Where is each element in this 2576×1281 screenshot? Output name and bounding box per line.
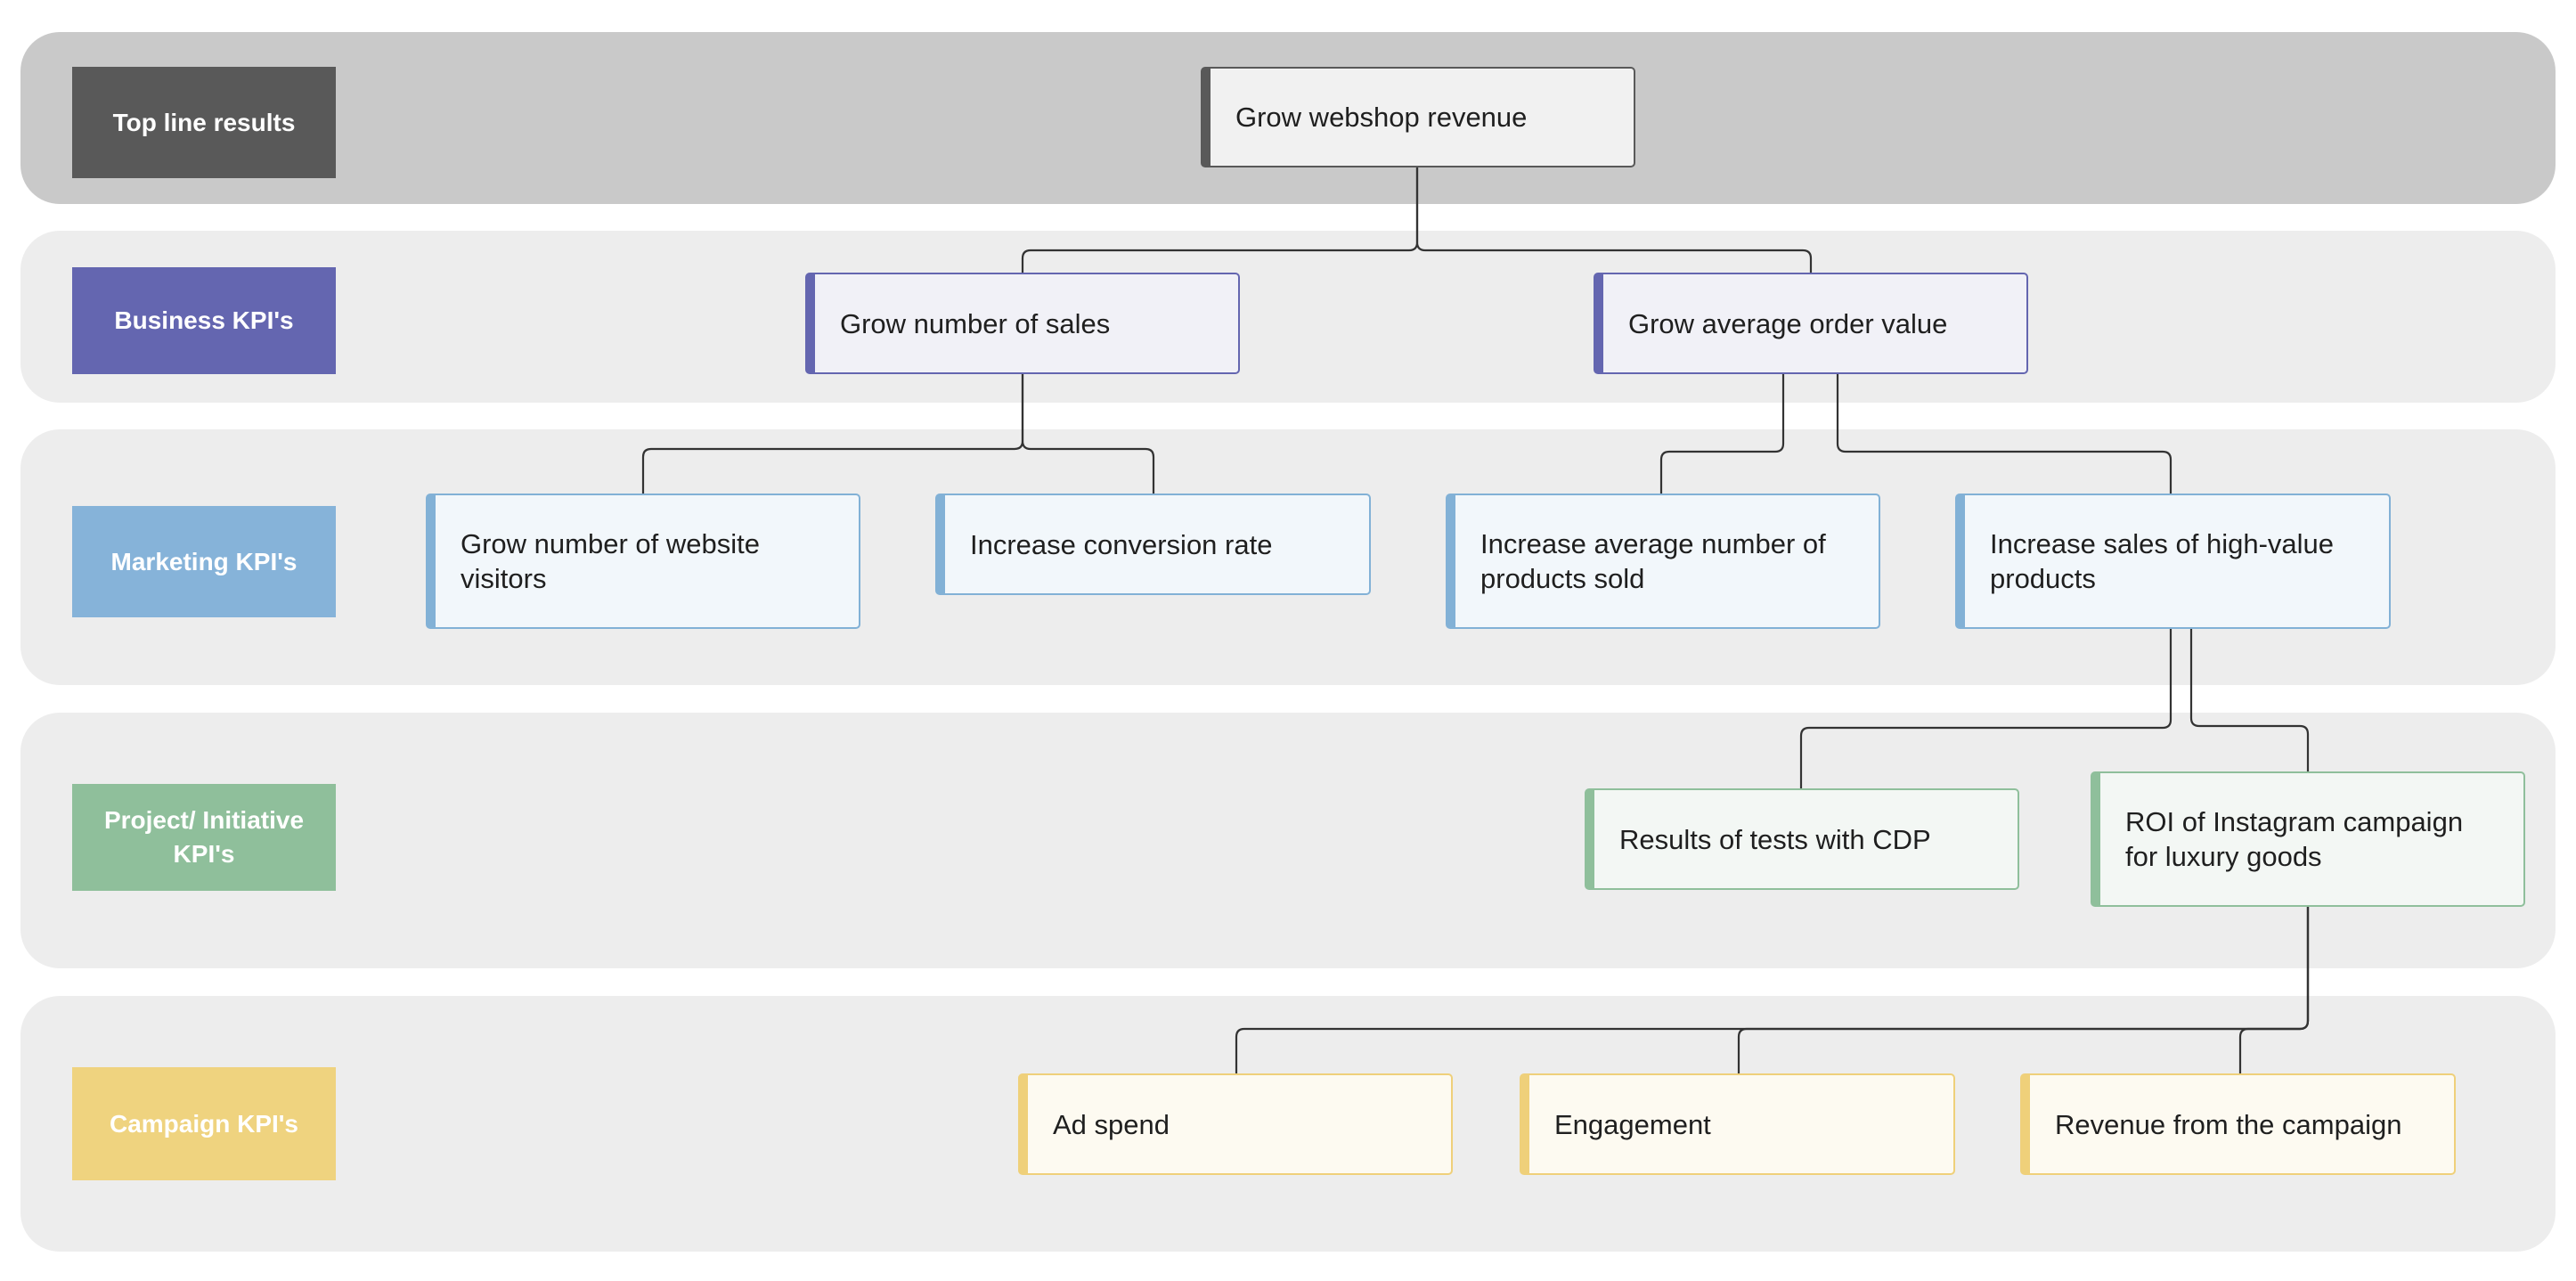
node-increase-average-number-of-products-sold[interactable]: Increase average number of products sold — [1446, 494, 1880, 629]
edge-highvalue-instagram — [2189, 629, 2310, 771]
node-engagement[interactable]: Engagement — [1520, 1073, 1955, 1175]
node-grow-webshop-revenue[interactable]: Grow webshop revenue — [1201, 67, 1635, 167]
node-revenue-from-the-campaign[interactable]: Revenue from the campaign — [2020, 1073, 2456, 1175]
level-label-project: Project/ Initiative KPI's — [72, 784, 336, 891]
edge-revenue-sales — [1021, 167, 1419, 273]
node-grow-number-of-sales[interactable]: Grow number of sales — [805, 273, 1240, 374]
node-ad-spend[interactable]: Ad spend — [1018, 1073, 1453, 1175]
level-label-marketing: Marketing KPI's — [72, 506, 336, 617]
node-grow-number-of-website-visitors[interactable]: Grow number of website visitors — [426, 494, 860, 629]
level-label-top-line: Top line results — [72, 67, 336, 178]
edge-instagram-adspend — [1235, 907, 2310, 1073]
node-increase-conversion-rate[interactable]: Increase conversion rate — [935, 494, 1371, 595]
edge-instagram-campaign-revenue — [2238, 907, 2310, 1073]
edge-aov-highvalue — [1836, 374, 2172, 494]
edge-sales-visitors — [641, 374, 1024, 494]
level-label-campaign: Campaign KPI's — [72, 1067, 336, 1180]
edge-aov-products — [1659, 374, 1785, 494]
node-grow-average-order-value[interactable]: Grow average order value — [1594, 273, 2028, 374]
level-band-business — [20, 231, 2556, 403]
edge-revenue-aov — [1415, 167, 1813, 273]
edge-instagram-engagement — [1737, 907, 2310, 1073]
node-results-of-tests-with-cdp[interactable]: Results of tests with CDP — [1585, 788, 2019, 890]
edge-sales-conversion — [1021, 374, 1155, 494]
node-increase-sales-of-high-value-products[interactable]: Increase sales of high-value products — [1955, 494, 2391, 629]
level-label-business: Business KPI's — [72, 267, 336, 374]
edge-highvalue-cdp — [1799, 629, 2172, 788]
node-roi-of-instagram-campaign[interactable]: ROI of Instagram campaign for luxury goo… — [2091, 771, 2525, 907]
